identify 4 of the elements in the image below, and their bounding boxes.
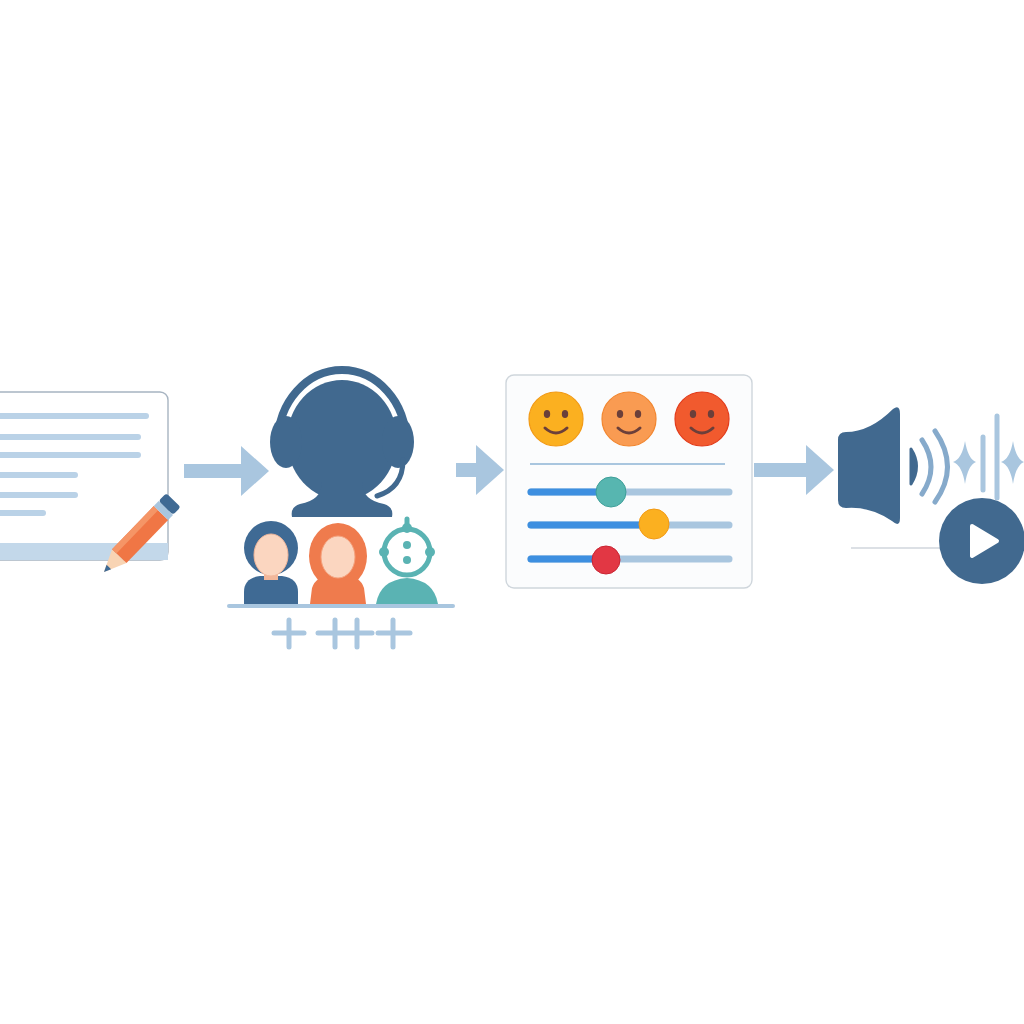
headset-people-illustration (226, 364, 456, 652)
emoji-slider-panel-illustration (504, 373, 754, 590)
arrow (456, 445, 504, 495)
arrow (754, 445, 834, 495)
